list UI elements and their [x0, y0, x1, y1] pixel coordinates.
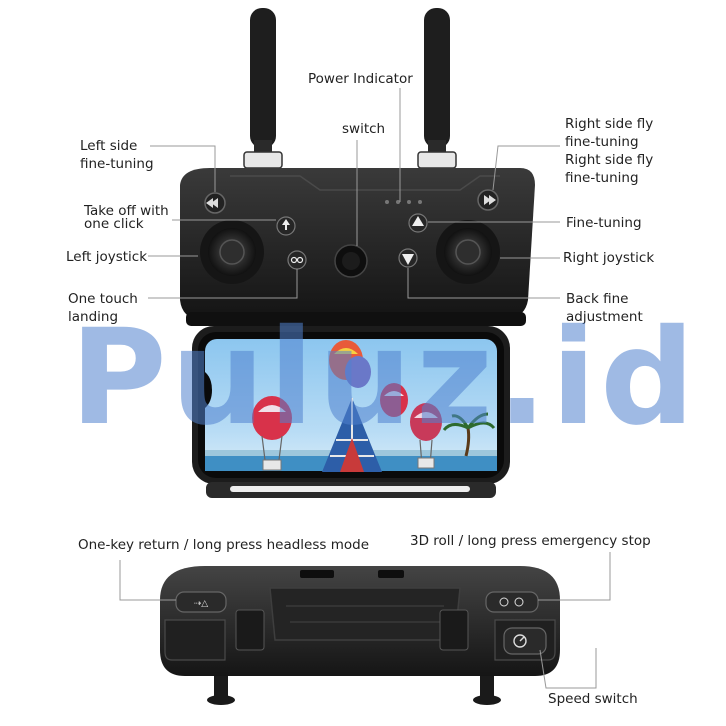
label-right-joystick: Right joystick: [563, 250, 655, 266]
left-antenna: [243, 8, 283, 169]
balloon-right: [380, 383, 442, 469]
right-joystick[interactable]: [436, 220, 500, 284]
watermark: Puluz.id: [70, 301, 699, 455]
label-3d-roll: 3D roll / long press emergency stop: [410, 533, 651, 549]
palm-tree: [442, 412, 496, 457]
label-one-touch-line2: landing: [68, 309, 119, 325]
arrow-down-icon[interactable]: [398, 248, 418, 268]
label-back-fine-line2: adjustment: [566, 309, 643, 325]
headless-mode-icon[interactable]: ⇢△: [175, 591, 227, 613]
label-takeoff-line2: one click: [84, 216, 144, 232]
label-right-side-a-line2: fine-tuning: [565, 134, 639, 150]
arrow-up-icon[interactable]: [408, 213, 428, 233]
label-right-side-b-line2: fine-tuning: [565, 170, 639, 186]
label-right-side-b-line1: Right side fly: [565, 152, 654, 168]
left-joystick[interactable]: [200, 220, 264, 284]
fast-forward-icon[interactable]: [477, 189, 499, 211]
landing-icon[interactable]: [287, 250, 307, 270]
takeoff-arrow-icon[interactable]: [276, 216, 296, 236]
balloon-top: [329, 340, 371, 388]
label-one-touch-line1: One touch: [68, 291, 138, 307]
right-antenna: [417, 8, 457, 169]
power-indicator-lights: [385, 200, 422, 204]
rewind-icon[interactable]: [204, 192, 226, 214]
controller-bottom-view: [160, 566, 560, 705]
label-one-key-return: One-key return / long press headless mod…: [78, 537, 370, 553]
label-right-side-a-line1: Right side fly: [565, 116, 654, 132]
power-switch-icon[interactable]: [334, 244, 368, 278]
label-takeoff-line1: Take off with: [84, 203, 169, 219]
roll-icon[interactable]: [485, 591, 539, 613]
label-left-side-line1: Left side: [80, 138, 138, 154]
label-fine-tuning: Fine-tuning: [566, 215, 642, 231]
svg-text:⇢△: ⇢△: [194, 599, 209, 609]
label-back-fine-line1: Back fine: [566, 291, 629, 307]
label-left-joystick: Left joystick: [66, 249, 148, 265]
label-left-side-line2: fine-tuning: [80, 156, 154, 172]
label-power-indicator: Power Indicator: [308, 71, 413, 87]
label-switch: switch: [342, 121, 386, 137]
tent: [322, 398, 382, 472]
balloon-left: [252, 396, 292, 471]
leader-lines: [119, 88, 611, 689]
phone: [198, 332, 504, 478]
speed-icon[interactable]: [503, 627, 547, 655]
label-speed-switch: Speed switch: [548, 691, 638, 707]
